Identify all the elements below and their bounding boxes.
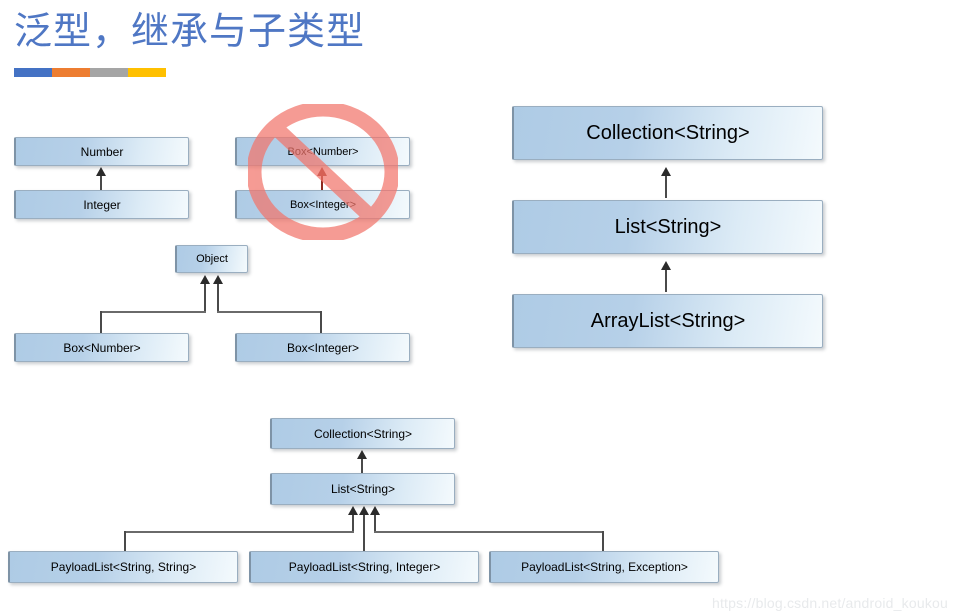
connector-integer-to-number bbox=[100, 175, 102, 191]
connector-boxinteger-to-boxnumber bbox=[321, 175, 323, 191]
connector-drop-payload-exception bbox=[602, 531, 604, 552]
arrowhead-payload-string-to-list bbox=[348, 506, 358, 515]
box-payloadlist-string-integer: PayloadList<String, Integer> bbox=[249, 551, 479, 583]
arrowhead-list-to-collection-bottom bbox=[357, 450, 367, 459]
arrowhead-integer-to-number bbox=[96, 167, 106, 176]
arrowhead-boxinteger-to-boxnumber bbox=[317, 167, 327, 176]
box-list-string-right: List<String> bbox=[512, 200, 823, 254]
box-boxinteger-child: Box<Integer> bbox=[235, 333, 410, 362]
arrowhead-list-to-collection-right bbox=[661, 167, 671, 176]
watermark-text: https://blog.csdn.net/android_koukou bbox=[711, 595, 948, 611]
box-payloadlist-string-exception: PayloadList<String, Exception> bbox=[489, 551, 719, 583]
connector-bus-payload-string bbox=[124, 531, 354, 533]
arrowhead-boxnumber-to-object bbox=[200, 275, 210, 284]
box-integer: Integer bbox=[14, 190, 189, 219]
accent-segment-yellow bbox=[128, 68, 166, 77]
arrowhead-payload-integer-to-list bbox=[359, 506, 369, 515]
box-collection-string-bottom: Collection<String> bbox=[270, 418, 455, 449]
box-arraylist-string-right: ArrayList<String> bbox=[512, 294, 823, 348]
arrowhead-boxinteger-to-object bbox=[213, 275, 223, 284]
connector-drop-boxinteger bbox=[320, 311, 322, 334]
arrowhead-payload-exception-to-list bbox=[370, 506, 380, 515]
box-list-string-bottom: List<String> bbox=[270, 473, 455, 505]
page-title: 泛型，继承与子类型 bbox=[14, 11, 366, 53]
connector-stem-payload-string bbox=[352, 515, 354, 532]
connector-bus-payload-exception bbox=[374, 531, 604, 533]
box-number: Number bbox=[14, 137, 189, 166]
box-box-integer-invalid: Box<Integer> bbox=[235, 190, 410, 219]
connector-object-stem-right bbox=[217, 284, 219, 312]
box-payloadlist-string-string: PayloadList<String, String> bbox=[8, 551, 238, 583]
connector-list-to-collection-right bbox=[665, 176, 667, 198]
box-boxnumber-child: Box<Number> bbox=[14, 333, 189, 362]
connector-drop-payload-string bbox=[124, 531, 126, 552]
connector-arraylist-to-list-right bbox=[665, 270, 667, 292]
connector-list-to-collection-bottom bbox=[361, 458, 363, 474]
connector-stem-payload-integer bbox=[363, 515, 365, 551]
connector-object-bus-right bbox=[217, 311, 322, 313]
arrowhead-arraylist-to-list-right bbox=[661, 261, 671, 270]
box-object: Object bbox=[175, 245, 248, 273]
connector-drop-boxnumber bbox=[100, 311, 102, 334]
title-accent-bar bbox=[14, 68, 166, 77]
accent-segment-blue bbox=[14, 68, 52, 77]
box-collection-string-right: Collection<String> bbox=[512, 106, 823, 160]
accent-segment-orange bbox=[52, 68, 90, 77]
connector-stem-payload-exception bbox=[374, 515, 376, 532]
connector-object-bus-left bbox=[100, 311, 206, 313]
accent-segment-gray bbox=[90, 68, 128, 77]
box-box-number-invalid: Box<Number> bbox=[235, 137, 410, 166]
connector-object-stem-left bbox=[204, 284, 206, 312]
